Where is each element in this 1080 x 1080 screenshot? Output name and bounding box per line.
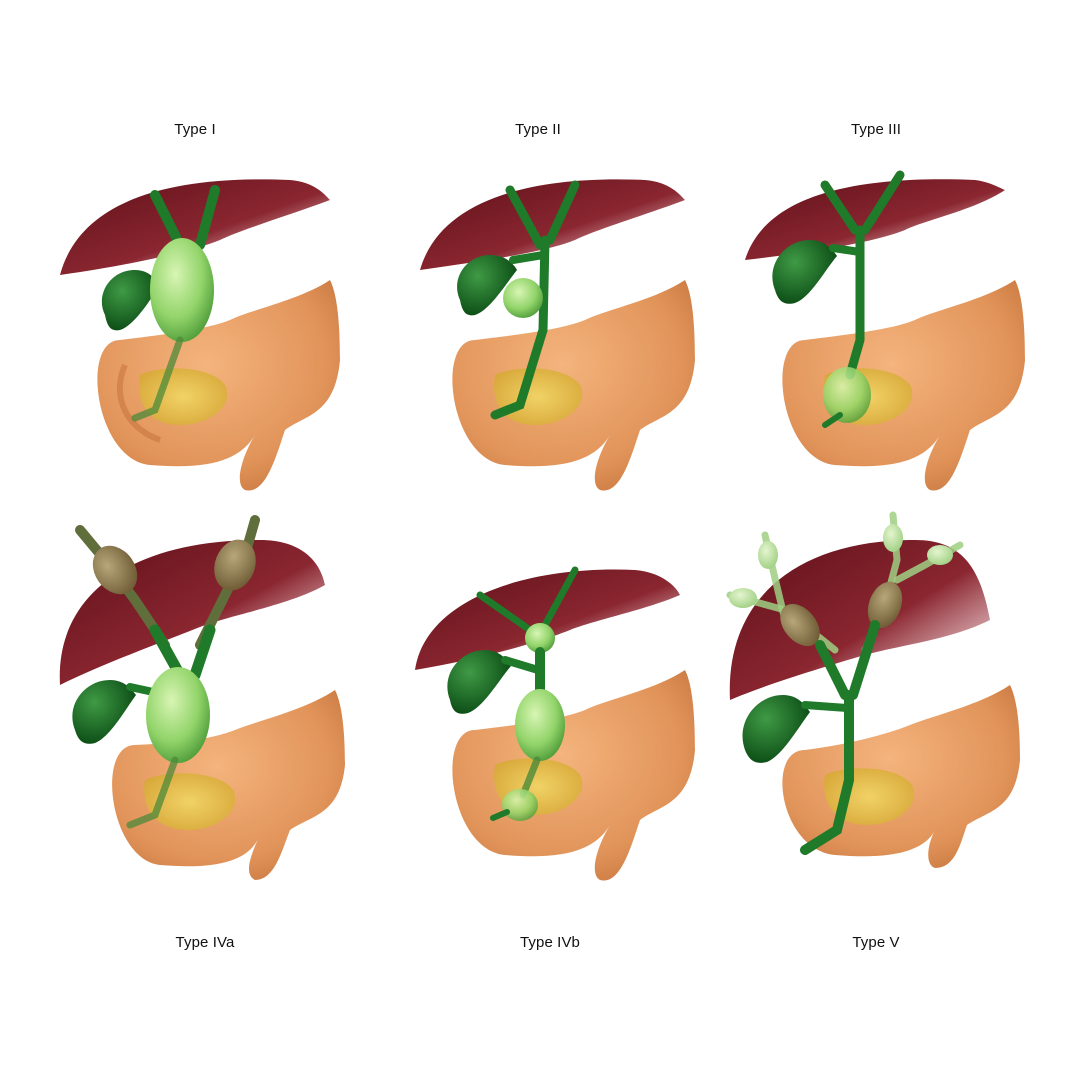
panel-label-type-ii: Type II xyxy=(515,121,561,138)
intrahepatic-cyst-brown-right xyxy=(867,581,903,629)
choledochocele xyxy=(823,367,871,423)
hepatic-duct-right xyxy=(860,170,905,235)
diverticulum-cyst xyxy=(503,278,543,318)
gallbladder xyxy=(742,695,810,763)
common-bile-duct xyxy=(845,225,865,380)
cystic-duct xyxy=(801,701,851,712)
panel-type-i xyxy=(40,160,380,520)
hepatic-duct-right xyxy=(195,185,220,250)
hepatic-duct-left xyxy=(505,185,545,250)
intrahepatic-cyst-brown-left xyxy=(780,603,820,647)
ampulla xyxy=(490,809,510,821)
extrahepatic-cyst xyxy=(515,689,565,761)
hepatic-duct-left xyxy=(815,640,850,700)
intrahepatic-cyst-3 xyxy=(883,524,903,552)
cystic-duct xyxy=(501,656,542,674)
panel-type-iva xyxy=(50,515,390,880)
liver xyxy=(60,179,330,275)
panel-label-type-iva: Type IVa xyxy=(175,934,235,951)
intrahepatic-cyst-right xyxy=(214,539,256,591)
panel-type-ii xyxy=(395,160,735,520)
hepatic-duct-right xyxy=(545,180,580,245)
gallbladder xyxy=(457,255,517,316)
extrahepatic-cyst xyxy=(146,667,210,763)
intrahepatic-cyst-4 xyxy=(927,545,953,565)
panel-type-iii xyxy=(725,160,1065,520)
common-bile-duct xyxy=(800,690,854,855)
panel-label-type-ivb: Type IVb xyxy=(519,934,580,951)
panel-label-type-v: Type V xyxy=(852,934,900,951)
intrahepatic-cyst-left xyxy=(92,545,138,595)
distal-duct xyxy=(126,756,179,829)
hepatic-duct-right xyxy=(541,566,579,629)
choledochocele xyxy=(502,789,538,821)
hepatic-duct-right xyxy=(189,624,216,681)
panel-label-type-i: Type I xyxy=(174,121,216,138)
hepatic-duct-right xyxy=(848,620,880,700)
hepatic-duct-left xyxy=(820,180,860,235)
intrahepatic-cyst-1 xyxy=(758,541,778,569)
choledochal-cyst xyxy=(150,238,214,342)
panel-type-ivb xyxy=(395,560,735,920)
common-bile-duct xyxy=(490,235,550,420)
liver xyxy=(729,540,990,700)
hepatic-duct-left xyxy=(476,591,534,634)
distal-duct xyxy=(519,756,541,799)
cystic-duct xyxy=(829,244,864,256)
proximal-cyst xyxy=(525,623,555,653)
intrahepatic-cyst-2 xyxy=(729,588,757,608)
ampulla xyxy=(822,412,843,428)
panel-label-type-iii: Type III xyxy=(851,121,901,138)
gallbladder xyxy=(447,650,511,714)
distal-duct xyxy=(131,336,184,422)
panel-type-v xyxy=(725,510,1065,870)
cystic-duct xyxy=(509,251,547,264)
gallbladder xyxy=(101,270,160,331)
duodenum xyxy=(112,690,345,880)
gallbladder xyxy=(72,680,136,744)
gallbladder xyxy=(772,240,837,304)
duodenum-inner xyxy=(117,363,162,443)
hepatic-duct-left xyxy=(150,190,185,250)
